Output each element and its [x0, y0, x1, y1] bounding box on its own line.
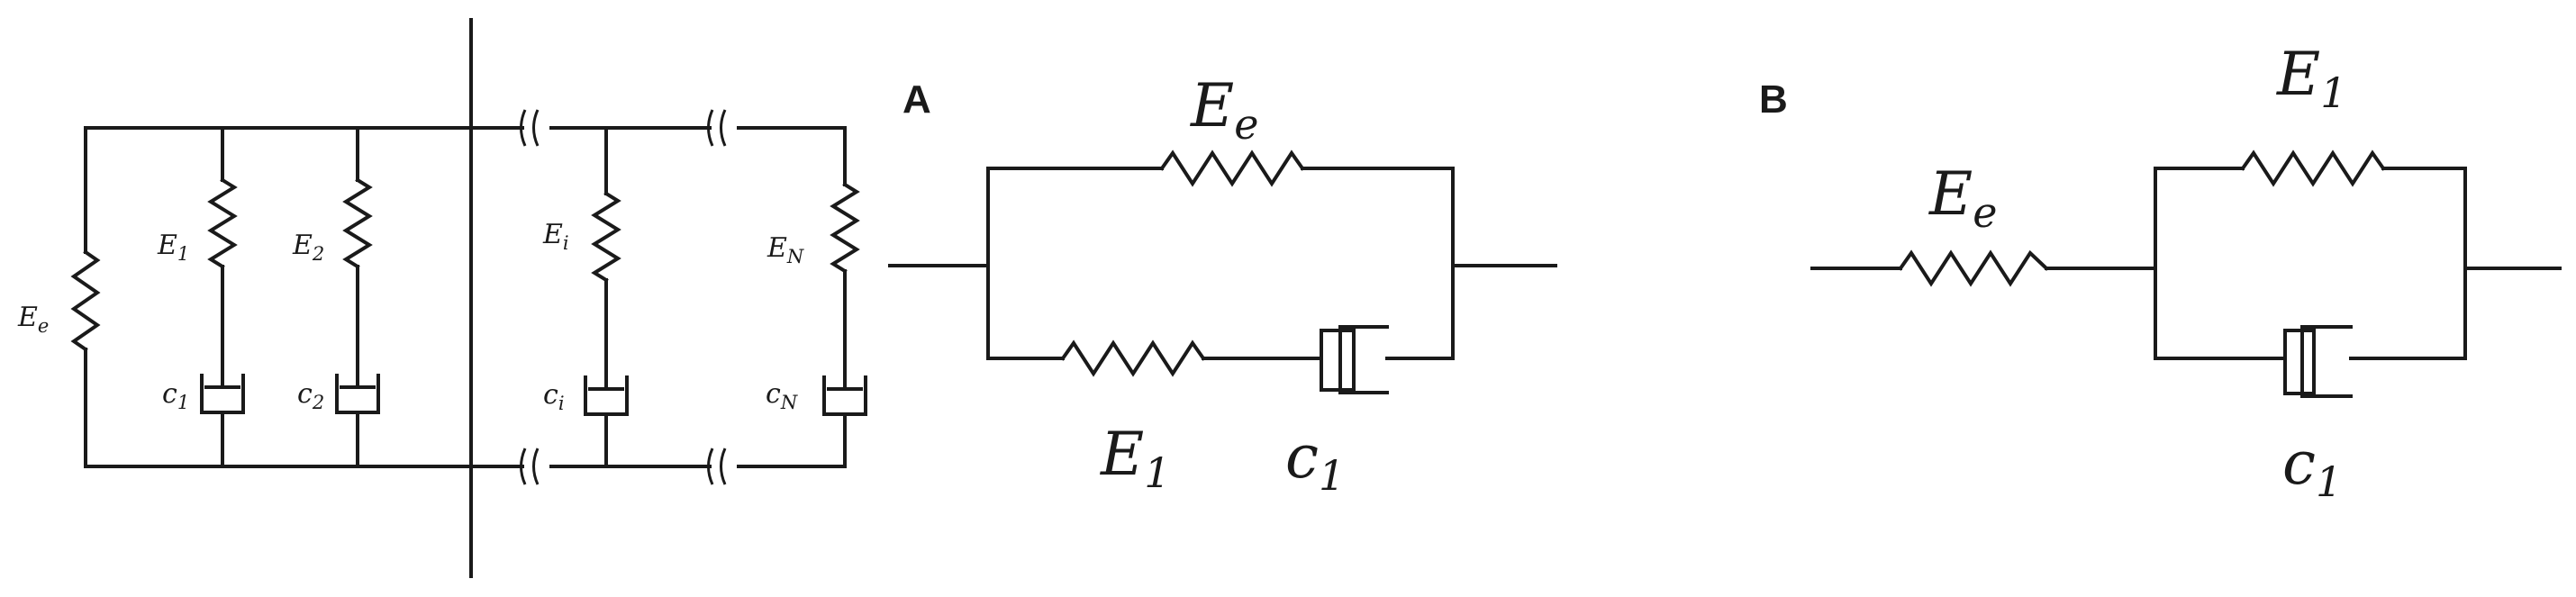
label-E1: E1 — [2276, 40, 2346, 117]
spring-icon — [1159, 149, 1305, 187]
label-c1: c1 — [2282, 429, 2342, 506]
label-c2: c2 — [297, 378, 324, 413]
label-E1: E1 — [1100, 420, 1170, 497]
panel-a: A Ee E1 c1 — [888, 71, 1557, 500]
panel-b: B Ee E1 c1 — [1759, 40, 2562, 506]
break-mark — [707, 448, 727, 485]
break-mark — [707, 109, 727, 147]
spring-icon — [207, 177, 238, 269]
label-EN: EN — [766, 232, 804, 267]
spring-icon — [2240, 149, 2386, 187]
label-ci: ci — [543, 379, 565, 414]
label-c1: c1 — [162, 378, 189, 413]
panel-b-tag: B — [1759, 77, 1788, 122]
dashpot-piston-icon — [1320, 329, 1356, 392]
branch-1: E1 c1 — [157, 126, 245, 468]
branch-2: E2 c2 — [292, 126, 380, 468]
branch-i: Ei ci — [542, 126, 629, 468]
label-E2: E2 — [292, 230, 324, 265]
dashpot-piston-icon — [2283, 329, 2316, 395]
spring-icon — [830, 182, 860, 274]
spring-icon — [342, 177, 373, 269]
label-Ei: Ei — [542, 219, 569, 254]
branch-N: EN cN — [766, 126, 867, 468]
break-mark — [520, 109, 540, 147]
dashpot-cylinder-icon — [1338, 325, 1389, 394]
label-Ee: Ee — [1928, 159, 1997, 237]
spring-icon — [70, 249, 101, 352]
label-Ee: Ee — [1190, 71, 1258, 149]
label-c1: c1 — [1285, 422, 1345, 500]
label-Ee: Ee — [17, 302, 49, 337]
dashpot-cylinder-icon — [2300, 325, 2353, 398]
spring-icon — [591, 191, 621, 283]
label-cN: cN — [766, 378, 798, 413]
spring-icon — [1060, 339, 1206, 377]
label-E1: E1 — [157, 230, 189, 265]
generalized-maxwell-model: Ee E1 c1 E2 c2 — [17, 18, 867, 578]
branch-equilibrium: Ee — [17, 126, 101, 468]
break-mark — [520, 448, 540, 485]
panel-a-tag: A — [903, 77, 931, 122]
bottom-rail — [84, 448, 847, 485]
spring-icon — [1898, 249, 2049, 287]
top-rail — [84, 109, 847, 147]
